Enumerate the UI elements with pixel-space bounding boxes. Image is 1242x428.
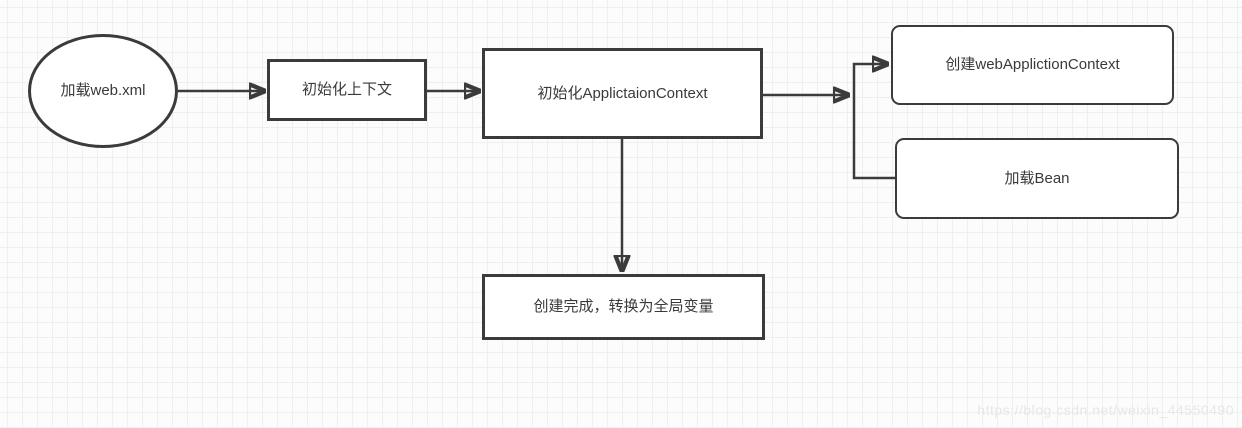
- node-create-web-appliction-context-label: 创建webApplictionContext: [945, 56, 1120, 73]
- node-init-application-context-label: 初始化ApplictaionContext: [537, 84, 708, 102]
- node-init-application-context: 初始化ApplictaionContext: [482, 48, 763, 139]
- node-load-web-xml-label: 加载web.xml: [60, 82, 146, 99]
- node-create-complete-global: 创建完成，转换为全局变量: [482, 274, 765, 340]
- node-init-context-label: 初始化上下文: [301, 81, 392, 98]
- node-load-bean-label: 加载Bean: [1004, 169, 1070, 187]
- node-load-web-xml: 加载web.xml: [28, 34, 178, 148]
- node-create-complete-global-label: 创建完成，转换为全局变量: [533, 298, 714, 315]
- node-init-context: 初始化上下文: [267, 59, 427, 121]
- node-load-bean: 加载Bean: [895, 138, 1179, 219]
- csdn-watermark: https://blog.csdn.net/weixin_44550490: [977, 402, 1234, 418]
- node-create-web-appliction-context: 创建webApplictionContext: [891, 25, 1174, 105]
- edge-branch-to-create-web-appliction-context: [852, 64, 895, 180]
